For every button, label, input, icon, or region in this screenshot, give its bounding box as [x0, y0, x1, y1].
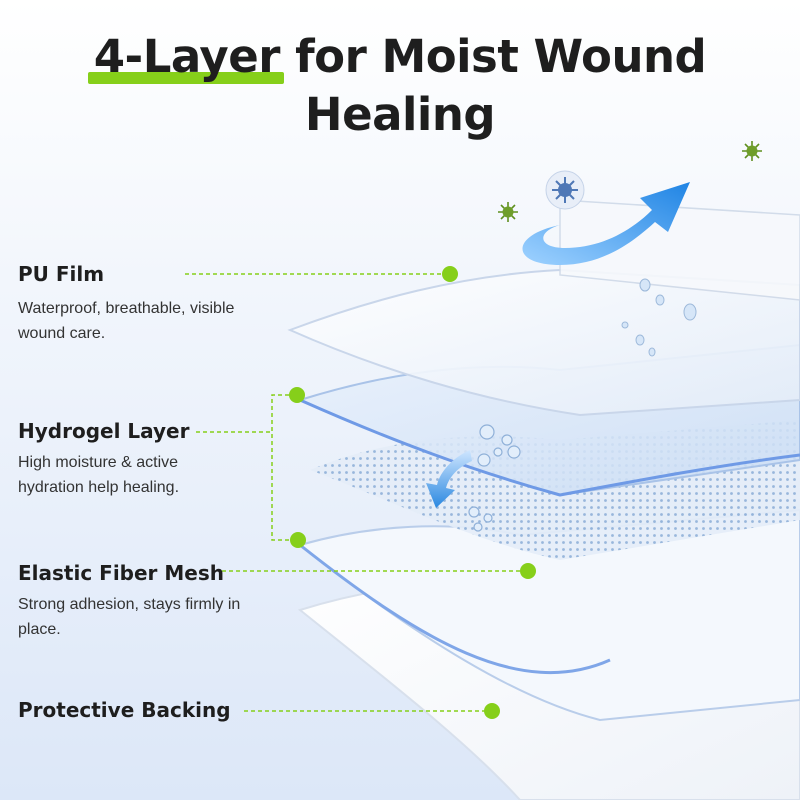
pu-film-marker: [442, 266, 458, 282]
protective-backing-label: Protective Backing: [18, 698, 231, 722]
arrow-out-icon: [522, 182, 690, 265]
title-highlight: 4-Layer: [87, 28, 285, 86]
bacteria-icon: [498, 202, 518, 222]
arrow-in-icon: [426, 450, 472, 508]
page-title: 4-Layer for Moist Wound Healing: [0, 28, 800, 144]
hydrogel-description: High moisture & active hydration help he…: [18, 454, 180, 496]
hydrogel-bracket: [271, 394, 298, 541]
mesh-marker-top: [290, 532, 306, 548]
bacteria-icon: [742, 141, 762, 161]
pu-film-description: Waterproof, breathable, visible wound ca…: [18, 300, 235, 342]
mesh-marker: [520, 563, 536, 579]
virus-icon: [545, 170, 585, 210]
elastic-fiber-mesh-description: Strong adhesion, stays firmly in place.: [18, 596, 241, 638]
title-rest: for Moist Wound: [279, 30, 707, 83]
water-droplet-icon: [621, 278, 697, 357]
pu-film-layer: [287, 268, 800, 417]
elastic-fiber-mesh-layer: [297, 508, 800, 722]
moisture-bubbles-icon: [468, 424, 521, 532]
hydrogel-marker: [289, 387, 305, 403]
elastic-fiber-mesh-label: Elastic Fiber Mesh: [18, 561, 224, 585]
elastic-fiber-mesh-edge: [299, 543, 611, 675]
backing-marker: [484, 703, 500, 719]
pu-film-label: PU Film: [18, 262, 105, 286]
hydrogel-layer-edge: [299, 398, 800, 497]
title-line2: Healing: [304, 88, 496, 141]
hydrogel-label: Hydrogel Layer: [18, 419, 190, 443]
